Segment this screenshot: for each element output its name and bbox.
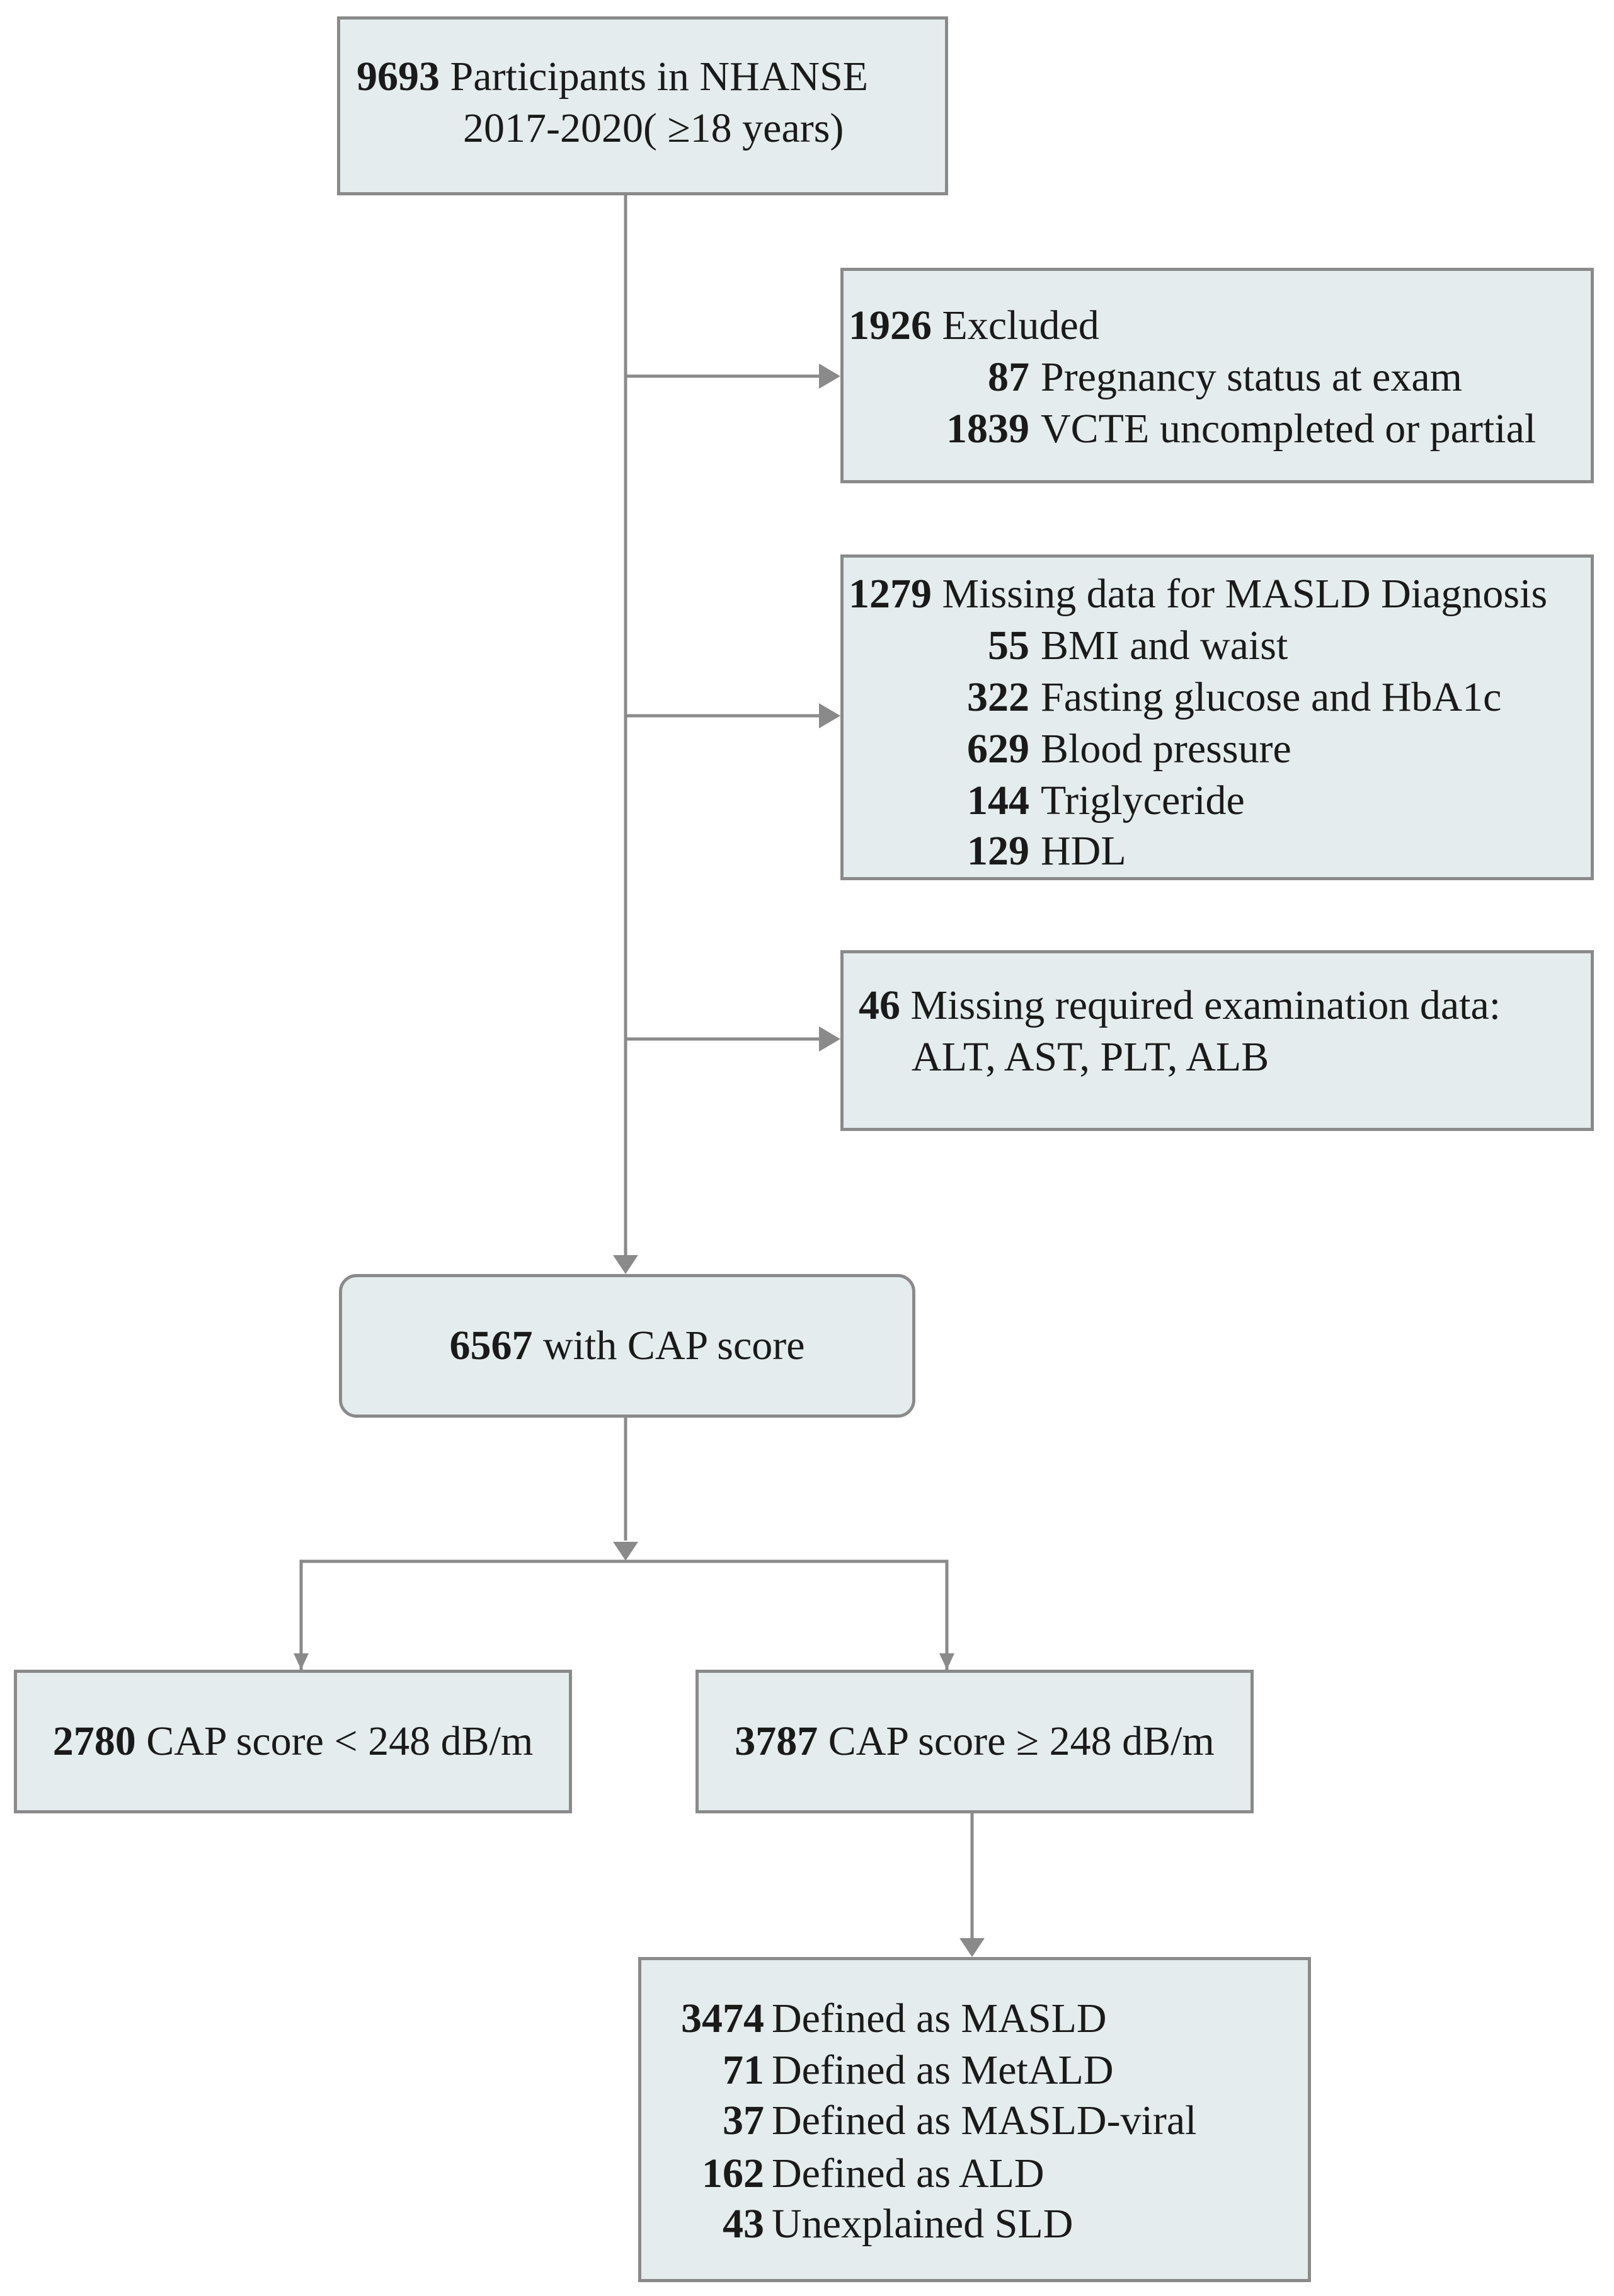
cap-label: with CAP score — [542, 1323, 805, 1369]
participants-box: 9693 Participants in NHANSE 2017-2020( ≥… — [337, 16, 948, 195]
definition-item-count: 43 — [723, 2201, 764, 2247]
excluded-count: 1926 — [849, 302, 932, 348]
definition-item-count: 37 — [723, 2098, 764, 2144]
participants-count: 9693 — [357, 54, 440, 100]
missing-exam-box: 46 Missing required examination data: AL… — [840, 950, 1594, 1131]
cap-high-label: CAP score ≥ 248 dB/m — [828, 1718, 1215, 1764]
excluded-label: Excluded — [942, 302, 1099, 348]
missing-masld-item-label: Blood pressure — [1041, 726, 1291, 772]
definition-item-label: Unexplained SLD — [772, 2201, 1073, 2247]
cap-count: 6567 — [449, 1323, 533, 1369]
excluded-item-count: 87 — [988, 354, 1029, 400]
missing-exam-list: ALT, AST, PLT, ALB — [912, 1034, 1269, 1080]
definition-item: 3474 Defined as MASLD — [660, 1993, 1107, 2045]
missing-masld-item-label: Triglyceride — [1041, 778, 1245, 824]
missing-masld-label: Missing data for MASLD Diagnosis — [942, 571, 1548, 617]
definition-item-count: 71 — [723, 2047, 764, 2093]
excluded-item-label: Pregnancy status at exam — [1041, 354, 1462, 400]
definition-item: 162 Defined as ALD — [660, 2148, 1045, 2200]
missing-masld-item-label: BMI and waist — [1041, 623, 1288, 669]
missing-masld-count: 1279 — [849, 571, 932, 617]
cap-low-count: 2780 — [52, 1718, 136, 1764]
missing-masld-item: 55 BMI and waist — [938, 620, 1288, 672]
missing-masld-item: 144 Triglyceride — [938, 775, 1245, 827]
main-trunk-arrowhead — [613, 1255, 638, 1274]
definition-item: 43 Unexplained SLD — [660, 2198, 1073, 2250]
definition-item-label: Defined as MetALD — [772, 2047, 1114, 2093]
excluded-item: 1839 VCTE uncompleted or partial — [916, 403, 1536, 455]
missing-masld-item-label: HDL — [1041, 828, 1126, 874]
missing-masld-item: 629 Blood pressure — [938, 723, 1291, 775]
split-left-arrowhead — [294, 1653, 309, 1670]
cap-down-arrowhead — [613, 1542, 638, 1561]
branch-missing-masld-arrowhead — [819, 703, 840, 728]
split-right-arrowhead — [939, 1653, 954, 1670]
definition-item-label: Defined as ALD — [772, 2150, 1045, 2196]
missing-masld-item-count: 322 — [967, 674, 1029, 720]
excluded-item: 87 Pregnancy status at exam — [916, 352, 1462, 403]
cap-high-count: 3787 — [735, 1718, 818, 1764]
missing-masld-item-count: 55 — [988, 623, 1029, 669]
definition-item: 71 Defined as MetALD — [660, 2045, 1114, 2096]
definition-item-label: Defined as MASLD — [772, 1995, 1107, 2041]
participants-years: 2017-2020( ≥18 years) — [463, 105, 844, 151]
missing-masld-item: 322 Fasting glucose and HbA1c — [938, 672, 1501, 723]
missing-masld-item-label: Fasting glucose and HbA1c — [1041, 674, 1502, 720]
missing-masld-box: 1279 Missing data for MASLD Diagnosis 55… — [840, 554, 1594, 880]
definition-item-count: 3474 — [681, 1995, 764, 2041]
definitions-box: 3474 Defined as MASLD 71 Defined as MetA… — [638, 1957, 1311, 2282]
participants-label: Participants in NHANSE — [450, 54, 869, 100]
definition-item-count: 162 — [702, 2150, 764, 2196]
split-line — [299, 1559, 949, 1670]
cap-low-label: CAP score < 248 dB/m — [146, 1718, 534, 1764]
missing-masld-item-count: 629 — [967, 726, 1029, 772]
branch-missing-exam-arrowhead — [819, 1026, 840, 1052]
missing-masld-item: 129 HDL — [938, 825, 1126, 877]
missing-masld-item-count: 144 — [967, 778, 1029, 824]
high-to-definitions-arrowhead — [959, 1938, 985, 1957]
cap-low-box: 2780 CAP score < 248 dB/m — [14, 1670, 572, 1813]
branch-excluded-arrowhead — [819, 364, 840, 389]
excluded-item-count: 1839 — [946, 406, 1029, 452]
excluded-box: 1926 Excluded 87 Pregnancy status at exa… — [840, 268, 1594, 483]
cap-high-box: 3787 CAP score ≥ 248 dB/m — [695, 1670, 1254, 1813]
missing-exam-count: 46 — [859, 982, 900, 1028]
cap-score-box: 6567 with CAP score — [339, 1274, 915, 1418]
missing-masld-item-count: 129 — [967, 828, 1029, 874]
definition-item: 37 Defined as MASLD-viral — [660, 2095, 1197, 2147]
excluded-item-label: VCTE uncompleted or partial — [1041, 406, 1537, 452]
missing-exam-label: Missing required examination data: — [910, 982, 1501, 1028]
definition-item-label: Defined as MASLD-viral — [772, 2098, 1197, 2144]
